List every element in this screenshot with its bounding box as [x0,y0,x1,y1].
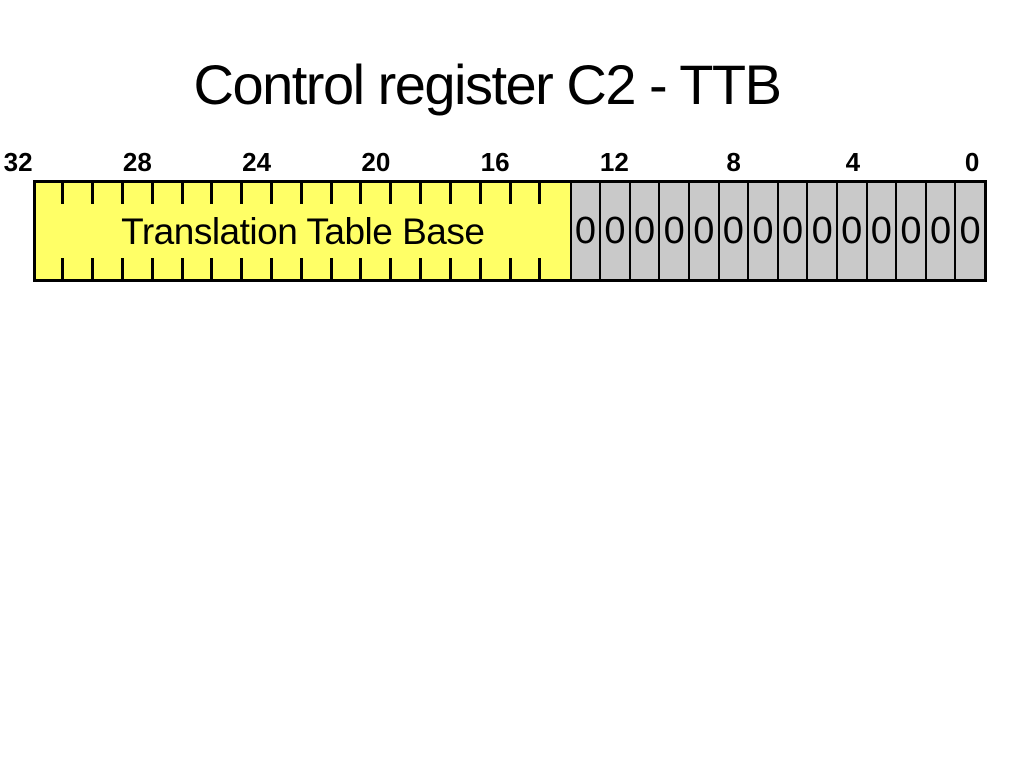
zero-bit-cell: 0 [569,183,600,279]
bit-scale-label-0: 0 [964,147,980,177]
bit-tick [538,258,542,279]
bit-tick [210,258,214,279]
zero-bit-cell: 0 [687,183,718,279]
bit-tick [478,183,482,204]
bit-tick [61,258,65,279]
bit-scale-label-12: 12 [599,147,629,177]
slide-title: Control register C2 - TTB [193,53,782,116]
bit-tick [329,183,333,204]
bit-tick [210,183,214,204]
zero-bit-cell: 0 [954,183,984,279]
bit-tick [150,183,154,204]
bit-tick [419,183,423,204]
bit-tick [150,258,154,279]
bit-tick [270,183,273,204]
bit-tick [299,183,303,204]
bit-tick [419,258,423,279]
zero-bit-cell: 0 [717,183,748,279]
zero-bit-cell: 0 [865,183,896,279]
zero-bit-cell: 0 [895,183,925,279]
bit-scale-label-20: 20 [361,147,391,177]
bit-tick [389,183,393,204]
bit-tick [240,258,244,279]
bit-tick [91,183,95,204]
bit-tick [359,183,363,204]
bit-tick [91,258,95,279]
bit-scale-label-24: 24 [242,147,272,177]
bit-scale-label-28: 28 [122,147,152,177]
bit-scale-label-8: 8 [726,147,741,177]
bit-tick [120,183,124,204]
zero-bit-cell: 0 [776,183,807,279]
bit-tick [359,258,363,279]
zero-bit-cell: 0 [658,183,688,279]
zero-bit-cell: 0 [628,183,659,279]
bit-tick [538,183,542,204]
zero-bit-cell: 0 [835,183,866,279]
bit-tick [120,258,124,279]
bit-tick [299,258,303,279]
bit-tick [448,183,452,204]
bit-scale-label-4: 4 [845,147,861,177]
bit-tick [329,258,333,279]
field-translation-table-base-label: Translation Table Base [121,210,485,252]
bit-tick [448,258,452,279]
field-translation-table-base: Translation Table Base [36,183,570,279]
zero-bit-cell: 0 [599,183,629,279]
zero-bit-cell: 0 [806,183,836,279]
zero-bit-cell: 0 [747,183,777,279]
bit-tick [180,183,184,204]
zero-bit-cell: 0 [924,183,955,279]
bit-tick [508,258,512,279]
bit-scale-label-16: 16 [480,147,510,177]
bit-tick [61,183,65,204]
bit-tick [180,258,184,279]
bit-scale-label-32: 32 [3,147,33,177]
bit-tick [270,258,273,279]
bit-tick [389,258,393,279]
bit-tick [240,183,244,204]
bit-tick [478,258,482,279]
bit-tick [508,183,512,204]
